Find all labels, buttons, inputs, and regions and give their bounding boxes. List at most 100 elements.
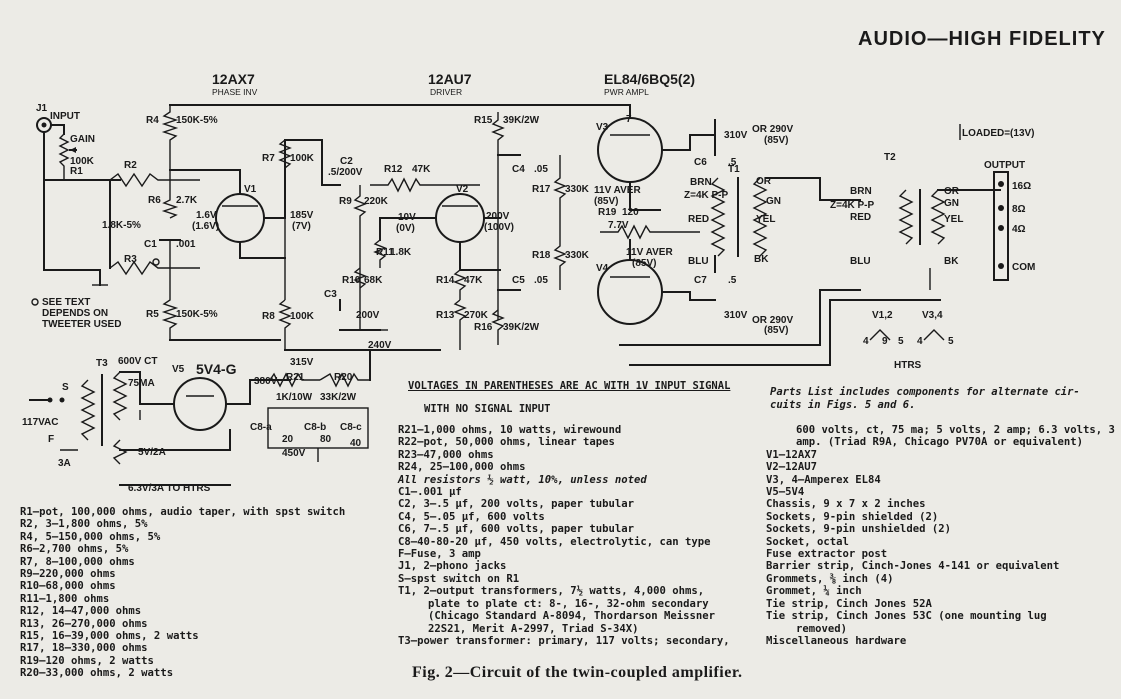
- list-item: Sockets, 9-pin shielded (2): [766, 510, 939, 523]
- output-4-label: 4Ω: [1012, 224, 1026, 235]
- v1-cathode-v-ac: (1.6V): [192, 221, 219, 232]
- v3-aver-label: 11V AVER: [594, 185, 641, 196]
- switch-contact-a: [47, 397, 53, 403]
- r11-label: R11: [376, 247, 394, 258]
- r7-top-wire: [284, 139, 323, 186]
- list-item: Fuse extractor post: [766, 548, 888, 561]
- r18-value: 330K: [565, 250, 590, 261]
- r9-label: R9: [339, 196, 352, 207]
- v4-aver-ac: (85V): [632, 258, 656, 269]
- htr-v34-label: V3,4: [922, 310, 943, 321]
- v3-pin-7: 7: [626, 114, 632, 125]
- c5-value: .05: [534, 275, 548, 286]
- t1-t2-wires: [765, 177, 861, 201]
- list-item: Barrier strip, Cinch-Jones 4-141 or equi…: [766, 560, 1060, 573]
- list-item: R22—pot, 50,000 ohms, linear tapes: [398, 436, 615, 449]
- c6-label: C6: [694, 157, 707, 168]
- t2-brn: BRN: [850, 186, 872, 197]
- list-item: V3, 4—Amperex EL84: [766, 473, 881, 486]
- gain-wiper-arrow: [70, 147, 76, 153]
- c4-value: .05: [534, 164, 548, 175]
- v1-label: V1: [244, 184, 257, 195]
- r6-value: 2.7K: [176, 195, 198, 206]
- t1-primary: [710, 177, 726, 257]
- list-item: (Chicago Standard A-8094, Thordarson Mei…: [428, 610, 716, 623]
- filament-label: 5V/2A: [138, 447, 166, 458]
- t2-secondary: [930, 189, 946, 245]
- list-item: R12, 14—47,000 ohms: [20, 605, 142, 618]
- tube-v2: [435, 193, 485, 243]
- resistor-r21: [250, 372, 320, 388]
- list-item: R9—220,000 ohms: [20, 568, 116, 581]
- v450-label: 450V: [282, 448, 306, 459]
- r2-label: R2: [124, 160, 137, 171]
- r19-label: R19: [598, 207, 617, 218]
- parts-list-left: R1—pot, 100,000 ohms, audio taper, with …: [20, 506, 345, 680]
- output-8-label: 8Ω: [1012, 204, 1026, 215]
- parts-list-middle: R21—1,000 ohms, 10 watts, wirewound R22—…: [398, 424, 730, 647]
- list-item: Sockets, 9-pin unshielded (2): [766, 523, 951, 536]
- resistor-r17: [553, 155, 567, 220]
- list-item: C2, 3—.5 µf, 200 volts, paper tubular: [398, 498, 634, 511]
- list-item: C1—.001 µf: [398, 486, 462, 499]
- list-item: 600 volts, ct, 75 ma; 5 volts, 2 amp; 6.…: [796, 424, 1115, 436]
- r1-label: R1: [70, 166, 83, 177]
- intro-line: cuits in Figs. 5 and 6.: [770, 399, 916, 411]
- list-item: R4, 5—150,000 ohms, 5%: [20, 530, 161, 543]
- no-signal-note: WITH NO SIGNAL INPUT: [424, 403, 551, 415]
- v4-plate-or-ac: (85V): [764, 325, 788, 336]
- v2-label: V2: [456, 184, 469, 195]
- v4-return-wire: [619, 289, 861, 346]
- c7-value: .5: [728, 275, 737, 286]
- heater-supply-label: 6.3V/3A TO HTRS: [128, 483, 211, 494]
- list-item: J1, 2—phono jacks: [398, 560, 507, 573]
- htr-v12-pin5: 5: [898, 336, 904, 347]
- output-com-label: COM: [1012, 262, 1035, 273]
- v3-label: V3: [596, 122, 609, 133]
- t1-brn: BRN: [690, 177, 712, 188]
- htr-v34-pin4: 4: [917, 336, 923, 347]
- terminal-8: [998, 205, 1004, 211]
- fuse-rating-label: 3A: [58, 458, 71, 469]
- c3-label: C3: [324, 289, 337, 300]
- resistor-r14: [453, 269, 467, 300]
- tube-v5: [173, 377, 227, 431]
- terminal-4: [998, 225, 1004, 231]
- resistor-r18: [553, 230, 567, 290]
- htrs-label: HTRS: [894, 360, 922, 371]
- gain-pot-r1: [58, 133, 70, 180]
- v1-plate-v-ac: (7V): [292, 221, 311, 232]
- r17-label: R17: [532, 184, 551, 195]
- t3-label: T3: [96, 358, 108, 369]
- r21-value: 1K/10W: [276, 392, 313, 403]
- r15-label: R15: [474, 115, 493, 126]
- list-item: plate to plate ct: 8-, 16-, 32-ohm secon…: [428, 597, 709, 610]
- t2-label: T2: [884, 152, 896, 163]
- v3-plate-wire: [661, 134, 716, 151]
- list-item: R17, 18—330,000 ohms: [20, 642, 148, 655]
- list-item: R15, 16—39,000 ohms, 2 watts: [20, 630, 199, 643]
- v1-plate-v: 185V: [290, 210, 314, 221]
- list-item: V5—5V4: [766, 486, 805, 499]
- resistor-r12: [370, 177, 480, 193]
- list-item: Grommet, ¼ inch: [766, 585, 862, 598]
- resistor-r4: [161, 105, 179, 190]
- r2-value: 1.8K-5%: [102, 220, 141, 231]
- t1-red: RED: [688, 214, 709, 225]
- output-16-label: 16Ω: [1012, 181, 1031, 192]
- t1-yel: YEL: [756, 214, 775, 225]
- c8a-label: C8-a: [250, 422, 272, 433]
- r20-label: R20: [334, 372, 353, 383]
- switch-contact-b: [59, 397, 65, 403]
- resistor-r8: [278, 299, 292, 350]
- t3-ma-label: 75MA: [128, 378, 155, 389]
- r11-value: 1.8K: [390, 247, 412, 258]
- v3v4-type-label: EL84/6BQ5(2): [604, 71, 695, 87]
- list-item: R6—2,700 ohms, 5%: [20, 543, 129, 556]
- ac-input-label: 117VAC: [22, 417, 59, 428]
- t1-bk: BK: [754, 254, 769, 265]
- see-text-line3: TWEETER USED: [42, 319, 121, 330]
- input-jack-center: [41, 122, 47, 128]
- list-item: C4, 5—.05 µf, 600 volts: [398, 510, 545, 523]
- t1-gn: GN: [766, 196, 781, 207]
